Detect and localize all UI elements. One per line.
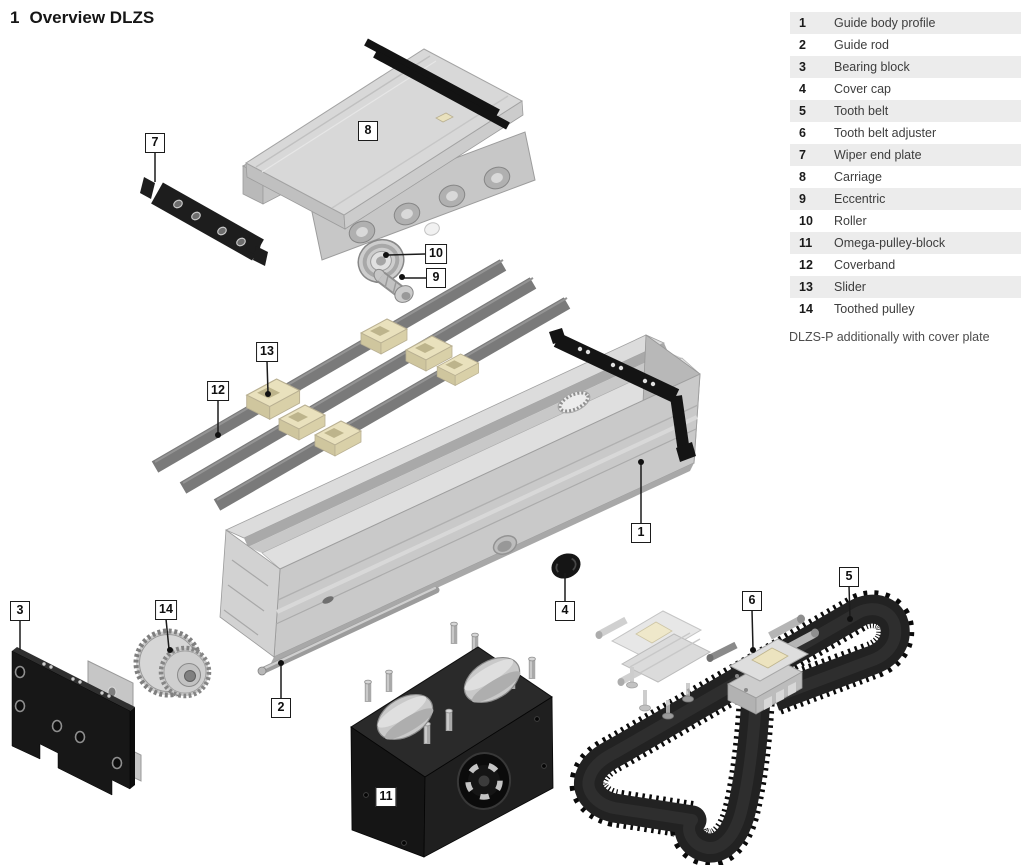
legend-part-number: 11 [799, 236, 813, 250]
callout-wiper-end-plate: 7 [145, 133, 165, 153]
callout-omega-pulley-block: 11 [375, 787, 397, 807]
part-tooth-belt-adjuster [706, 614, 819, 715]
legend-part-number: 3 [799, 60, 806, 74]
callout-carriage: 8 [358, 121, 378, 141]
title-number: 1 [10, 8, 20, 27]
part-cover-cap [551, 553, 581, 579]
part-eccentric [373, 268, 414, 303]
legend-row: 5 Tooth belt [790, 100, 1021, 122]
part-guide-rod [257, 586, 440, 676]
legend-part-label: Toothed pulley [834, 302, 915, 316]
callout-roller: 10 [425, 244, 447, 264]
legend-part-number: 1 [799, 16, 806, 30]
legend-part-label: Bearing block [834, 60, 910, 74]
callout-guide-rod: 2 [271, 698, 291, 718]
part-bearing-block [11, 647, 142, 796]
legend-part-label: Wiper end plate [834, 148, 922, 162]
part-coverband [151, 259, 571, 511]
part-wiper-end-plate [140, 177, 268, 266]
legend-part-label: Eccentric [834, 192, 886, 206]
legend-part-number: 12 [799, 258, 813, 272]
legend-part-number: 9 [799, 192, 806, 206]
part-carriage [241, 38, 536, 261]
legend-part-label: Omega-pulley-block [834, 236, 946, 250]
callout-tooth-belt: 5 [839, 567, 859, 587]
legend-part-number: 10 [799, 214, 813, 228]
callout-bearing-block: 3 [10, 601, 30, 621]
callout-guide-body-profile: 1 [631, 523, 651, 543]
legend-row: 13 Slider [790, 276, 1021, 298]
parts-legend-body: 1 Guide body profile 2 Guide rod 3 Beari… [790, 12, 1021, 320]
callout-eccentric: 9 [426, 268, 446, 288]
legend-part-label: Guide rod [834, 38, 889, 52]
part-adjuster-ghost [595, 610, 712, 720]
legend-row: 1 Guide body profile [790, 12, 1021, 34]
legend-part-number: 7 [799, 148, 806, 162]
parts-legend: 1 Guide body profile 2 Guide rod 3 Beari… [790, 12, 1021, 320]
legend-row: 12 Coverband [790, 254, 1021, 276]
legend-part-label: Cover cap [834, 82, 891, 96]
callout-slider: 13 [256, 342, 278, 362]
part-omega-pulley-block [350, 622, 554, 858]
legend-row: 2 Guide rod [790, 34, 1021, 56]
legend-row: 6 Tooth belt adjuster [790, 122, 1021, 144]
legend-part-label: Carriage [834, 170, 882, 184]
legend-row: 8 Carriage [790, 166, 1021, 188]
legend-row: 14 Toothed pulley [790, 298, 1021, 320]
legend-part-label: Tooth belt adjuster [834, 126, 937, 140]
legend-note: DLZS-P additionally with cover plate [789, 330, 990, 344]
legend-part-number: 13 [799, 280, 813, 294]
legend-part-number: 4 [799, 82, 806, 96]
leader-lines [19, 152, 851, 699]
page-title: 1 Overview DLZS [10, 8, 154, 28]
legend-part-label: Slider [834, 280, 866, 294]
legend-part-number: 6 [799, 126, 806, 140]
title-text: Overview DLZS [29, 8, 155, 27]
legend-row: 11 Omega-pulley-block [790, 232, 1021, 254]
legend-part-number: 8 [799, 170, 806, 184]
legend-part-number: 14 [799, 302, 813, 316]
legend-part-label: Guide body profile [834, 16, 936, 30]
legend-row: 10 Roller [790, 210, 1021, 232]
callout-tooth-belt-adjuster: 6 [742, 591, 762, 611]
legend-row: 4 Cover cap [790, 78, 1021, 100]
legend-row: 9 Eccentric [790, 188, 1021, 210]
legend-part-number: 5 [799, 104, 806, 118]
callout-coverband: 12 [207, 381, 229, 401]
legend-part-label: Roller [834, 214, 867, 228]
legend-part-label: Tooth belt [834, 104, 889, 118]
legend-part-label: Coverband [834, 258, 896, 272]
part-tooth-belt [569, 590, 915, 865]
legend-part-number: 2 [799, 38, 806, 52]
legend-row: 3 Bearing block [790, 56, 1021, 78]
part-toothed-pulley [133, 628, 212, 699]
leader-dots [167, 252, 853, 666]
callout-toothed-pulley: 14 [155, 600, 177, 620]
callout-cover-cap: 4 [555, 601, 575, 621]
legend-row: 7 Wiper end plate [790, 144, 1021, 166]
